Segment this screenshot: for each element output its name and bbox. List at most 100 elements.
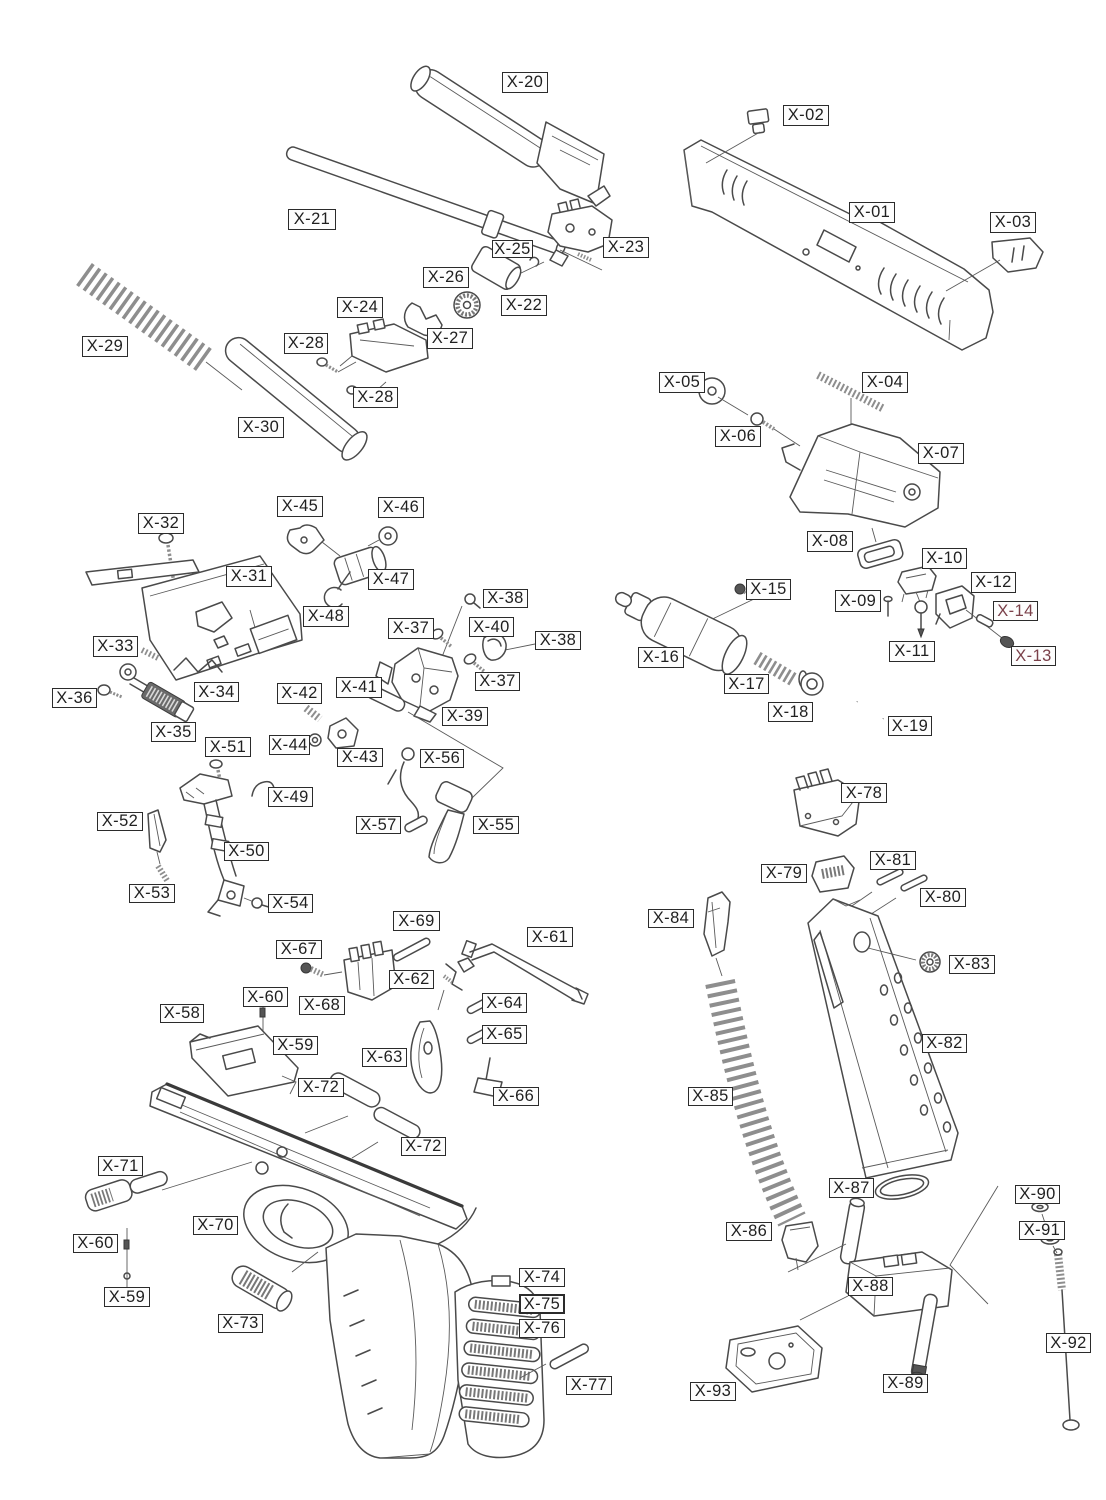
part-label-x-12: X-12 bbox=[971, 572, 1016, 593]
part-label-x-43: X-43 bbox=[337, 748, 383, 767]
part-label-x-57: X-57 bbox=[356, 816, 401, 834]
part-label-x-27: X-27 bbox=[427, 328, 473, 349]
barrel-bucking-drawing bbox=[403, 245, 522, 337]
oring-x87-drawing bbox=[874, 1174, 930, 1200]
piston-screw-drawing bbox=[717, 396, 801, 447]
part-label-x-76: X-76 bbox=[519, 1319, 565, 1338]
recoil-spring-guide-drawing bbox=[224, 336, 368, 461]
part-label-x-31: X-31 bbox=[226, 566, 272, 587]
lock-tube-x73-drawing bbox=[231, 1251, 319, 1312]
part-label-x-22: X-22 bbox=[501, 295, 547, 316]
part-label-x-14: X-14 bbox=[993, 601, 1038, 621]
part-label-x-13: X-13 bbox=[1011, 646, 1056, 666]
mag-catch-x79-drawing bbox=[811, 855, 855, 893]
valve-guide-plate-drawing bbox=[857, 527, 904, 569]
lever-x40-drawing bbox=[482, 633, 507, 661]
part-label-x-40: X-40 bbox=[469, 617, 514, 637]
part-label-x-73: X-73 bbox=[218, 1314, 263, 1333]
part-label-x-59: X-59 bbox=[104, 1287, 150, 1307]
part-label-x-72: X-72 bbox=[401, 1137, 446, 1156]
slide-stop-drawing bbox=[84, 1161, 253, 1212]
part-label-x-25: X-25 bbox=[492, 240, 533, 258]
part-label-x-88: X-88 bbox=[848, 1277, 893, 1296]
part-label-x-80: X-80 bbox=[920, 888, 966, 907]
part-label-x-42: X-42 bbox=[277, 683, 322, 704]
part-label-x-59: X-59 bbox=[273, 1036, 318, 1055]
part-label-x-63: X-63 bbox=[362, 1048, 407, 1067]
part-label-x-18: X-18 bbox=[768, 702, 813, 722]
part-label-x-28: X-28 bbox=[284, 333, 328, 354]
nozzle-spring-drawing bbox=[753, 651, 798, 687]
part-label-x-37: X-37 bbox=[388, 618, 434, 639]
part-label-x-62: X-62 bbox=[389, 970, 434, 989]
trigger-bar-drawing bbox=[461, 939, 589, 1005]
part-label-x-69: X-69 bbox=[393, 911, 440, 931]
part-label-x-47: X-47 bbox=[368, 569, 414, 590]
part-label-x-35: X-35 bbox=[151, 722, 196, 742]
part-label-x-90: X-90 bbox=[1015, 1185, 1060, 1204]
outer-barrel-drawing bbox=[410, 65, 611, 207]
part-label-x-60: X-60 bbox=[73, 1234, 118, 1253]
screw-spring-x67-drawing bbox=[300, 962, 343, 978]
washer-x90-drawing bbox=[1031, 1201, 1049, 1213]
housing-x39-drawing bbox=[375, 647, 504, 799]
screw-x56-drawing bbox=[387, 747, 420, 819]
trigger-drawing bbox=[428, 781, 473, 864]
part-x63-drawing bbox=[410, 1020, 443, 1094]
part-label-x-37: X-37 bbox=[475, 672, 520, 691]
screw-x11-drawing bbox=[914, 600, 928, 639]
part-label-x-33: X-33 bbox=[93, 636, 138, 657]
pin-x69-drawing bbox=[392, 937, 431, 962]
part-label-x-61: X-61 bbox=[527, 927, 573, 947]
block-x43-drawing bbox=[327, 717, 359, 749]
screw-x38a-drawing bbox=[439, 593, 481, 663]
nozzle-clamp-drawing bbox=[851, 700, 886, 729]
pin-x14-drawing bbox=[975, 614, 994, 628]
part-label-x-38: X-38 bbox=[535, 631, 581, 650]
part-label-x-02: X-02 bbox=[783, 105, 829, 126]
part-label-x-28: X-28 bbox=[353, 387, 398, 408]
spring-x42-drawing bbox=[303, 704, 323, 723]
pin-x09-drawing bbox=[883, 595, 893, 617]
part-label-x-38: X-38 bbox=[483, 589, 528, 608]
part-label-x-65: X-65 bbox=[482, 1025, 527, 1044]
pin-x77-drawing bbox=[519, 1343, 590, 1379]
part-label-x-39: X-39 bbox=[442, 707, 488, 726]
lever-x52-drawing bbox=[147, 809, 167, 865]
part-label-x-55: X-55 bbox=[473, 816, 519, 834]
part-label-x-82: X-82 bbox=[922, 1034, 967, 1053]
pin-x81-drawing bbox=[845, 868, 904, 911]
part-label-x-70: X-70 bbox=[193, 1216, 238, 1235]
part-label-x-66: X-66 bbox=[493, 1087, 539, 1106]
part-label-x-29: X-29 bbox=[82, 336, 128, 357]
part-label-x-49: X-49 bbox=[268, 787, 313, 807]
rear-sight-drawing bbox=[945, 237, 1044, 292]
pin-x57-drawing bbox=[404, 815, 428, 833]
sear-plate-drawing bbox=[189, 1025, 299, 1097]
part-label-x-34: X-34 bbox=[194, 682, 239, 702]
part-label-x-78: X-78 bbox=[841, 783, 887, 803]
part-label-x-21: X-21 bbox=[288, 209, 336, 230]
parts-x62-drawing bbox=[437, 957, 475, 1011]
piston-head-drawing bbox=[798, 670, 824, 696]
part-label-x-53: X-53 bbox=[129, 884, 175, 903]
part-label-x-60: X-60 bbox=[243, 987, 288, 1007]
part-label-x-51: X-51 bbox=[205, 737, 251, 757]
part-label-x-06: X-06 bbox=[715, 426, 761, 447]
part-label-x-05: X-05 bbox=[659, 372, 705, 393]
part-label-x-04: X-04 bbox=[862, 372, 908, 393]
part-label-x-08: X-08 bbox=[807, 531, 853, 552]
part-label-x-50: X-50 bbox=[224, 842, 269, 861]
part-label-x-54: X-54 bbox=[268, 894, 313, 913]
part-label-x-45: X-45 bbox=[277, 496, 323, 517]
part-label-x-93: X-93 bbox=[690, 1382, 736, 1401]
part-label-x-09: X-09 bbox=[835, 590, 881, 612]
part-label-x-83: X-83 bbox=[949, 955, 995, 974]
screw-x37b-drawing bbox=[463, 653, 487, 674]
base-pad-x93-drawing bbox=[725, 1325, 823, 1393]
part-label-x-56: X-56 bbox=[420, 749, 464, 768]
part-label-x-17: X-17 bbox=[724, 674, 769, 694]
part-label-x-36: X-36 bbox=[52, 688, 97, 708]
